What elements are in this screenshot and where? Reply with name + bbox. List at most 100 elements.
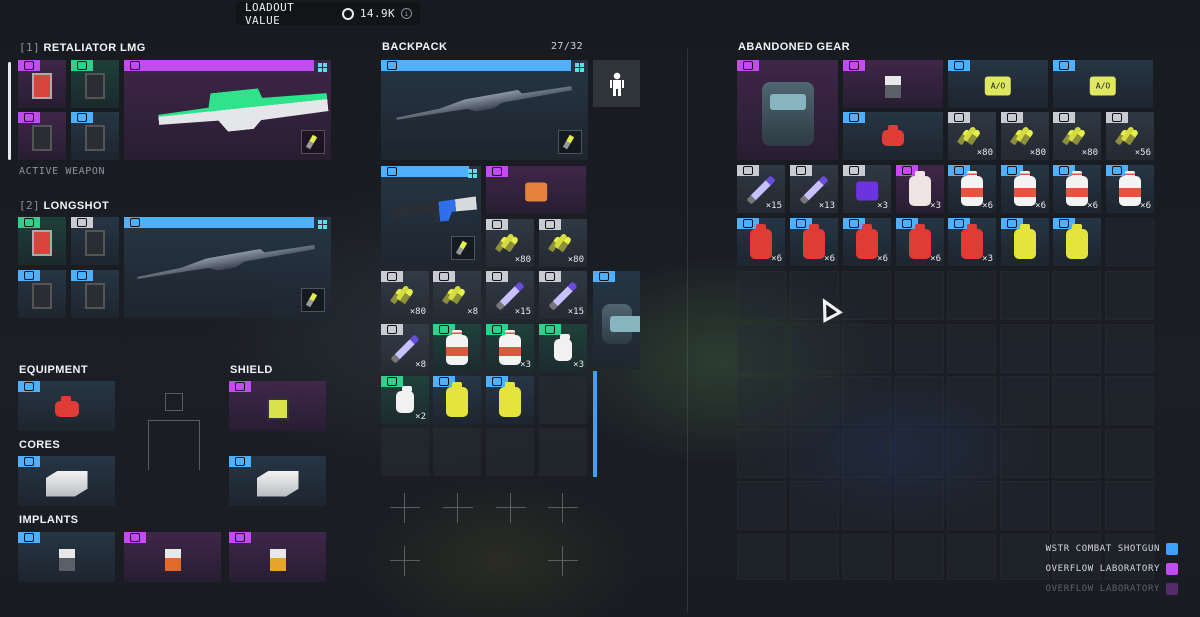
abandoned-empty-slot[interactable]	[999, 323, 1049, 373]
abandoned-battery-yellow[interactable]	[1053, 218, 1101, 266]
implant-slot-2[interactable]	[124, 532, 221, 582]
abandoned-medkit[interactable]: ×3	[896, 165, 944, 213]
backpack-ammo[interactable]: ×80	[539, 219, 587, 267]
weapon-2-mod-slot[interactable]	[71, 217, 119, 265]
abandoned-empty-slot[interactable]	[1052, 323, 1101, 373]
abandoned-empty-slot[interactable]	[1104, 376, 1154, 425]
abandoned-empty-slot[interactable]	[894, 323, 944, 373]
loadout-value-bar[interactable]: LOADOUT VALUE 14.9K i	[236, 1, 420, 27]
abandoned-empty-slot[interactable]	[1052, 428, 1101, 478]
backpack-empty-slot[interactable]	[539, 428, 587, 476]
backpack-ammo[interactable]: ×80	[486, 219, 534, 267]
abandoned-scanner[interactable]: ▮▮×3	[843, 165, 891, 213]
attachment-ammo-icon[interactable]	[301, 288, 325, 312]
abandoned-empty-slot[interactable]	[1104, 428, 1154, 478]
backpack-empty-slot[interactable]	[381, 428, 429, 476]
abandoned-empty-slot[interactable]	[894, 271, 944, 320]
abandoned-empty-slot[interactable]	[737, 376, 786, 425]
shield-slot[interactable]	[229, 381, 326, 431]
abandoned-empty-slot[interactable]	[1106, 218, 1154, 266]
abandoned-ammo[interactable]: ×80	[948, 112, 996, 160]
abandoned-battery-red[interactable]: ×6	[896, 218, 944, 266]
weapon-1-mod-slot[interactable]	[71, 112, 119, 160]
abandoned-empty-slot[interactable]	[842, 376, 891, 425]
abandoned-medkit[interactable]: ×6	[1053, 165, 1101, 213]
abandoned-battery-red[interactable]: ×6	[843, 218, 891, 266]
weapon-1-mod-slot[interactable]	[18, 112, 66, 160]
abandoned-medkit[interactable]: ×6	[1001, 165, 1049, 213]
abandoned-empty-slot[interactable]	[842, 481, 891, 530]
weapon-1-mod-slot[interactable]	[18, 60, 66, 108]
abandoned-empty-slot[interactable]	[789, 323, 839, 373]
legend-item-1[interactable]: WSTR COMBAT SHOTGUN	[1046, 543, 1178, 555]
weapon-2-mod-slot[interactable]	[71, 270, 119, 318]
abandoned-empty-slot[interactable]	[1104, 533, 1154, 580]
implant-slot-3[interactable]	[229, 532, 326, 582]
abandoned-battery-red[interactable]: ×3	[948, 218, 996, 266]
abandoned-battery-yellow[interactable]	[1001, 218, 1049, 266]
abandoned-empty-slot[interactable]	[1052, 533, 1101, 580]
attachment-ammo-icon[interactable]	[451, 236, 475, 260]
abandoned-core[interactable]: A/O	[948, 60, 1048, 108]
backpack-scrollbar[interactable]	[593, 371, 597, 477]
legend-item-3[interactable]: OVERFLOW LABORATORY	[1046, 583, 1178, 595]
backpack-battery[interactable]	[486, 376, 534, 424]
backpack-medkit[interactable]	[433, 324, 481, 372]
core-slot-2[interactable]	[229, 456, 326, 506]
info-icon[interactable]: i	[401, 8, 412, 19]
backpack-empty-slot[interactable]	[433, 428, 481, 476]
abandoned-implant[interactable]	[843, 60, 943, 108]
abandoned-empty-slot[interactable]	[1104, 323, 1154, 373]
abandoned-empty-slot[interactable]	[842, 428, 891, 478]
abandoned-empty-slot[interactable]	[789, 533, 839, 580]
abandoned-empty-slot[interactable]	[737, 533, 786, 580]
abandoned-empty-slot[interactable]	[894, 533, 944, 580]
backpack-syringe[interactable]: ×15	[486, 271, 534, 319]
abandoned-empty-slot[interactable]	[947, 533, 996, 580]
abandoned-empty-slot[interactable]	[999, 533, 1049, 580]
attachment-ammo-icon[interactable]	[558, 130, 582, 154]
legend-item-2[interactable]: OVERFLOW LABORATORY	[1046, 563, 1178, 575]
abandoned-core[interactable]: A/O	[1053, 60, 1153, 108]
abandoned-empty-slot[interactable]	[999, 376, 1049, 425]
abandoned-ammo[interactable]: ×80	[1001, 112, 1049, 160]
abandoned-syringe[interactable]: ×15	[737, 165, 785, 213]
abandoned-empty-slot[interactable]	[1052, 271, 1101, 320]
abandoned-empty-slot[interactable]	[947, 271, 996, 320]
abandoned-empty-slot[interactable]	[842, 271, 891, 320]
backpack-grenade[interactable]: ×2	[381, 376, 429, 424]
abandoned-empty-slot[interactable]	[894, 428, 944, 478]
weapon-1-mod-slot[interactable]	[71, 60, 119, 108]
abandoned-empty-slot[interactable]	[999, 428, 1049, 478]
abandoned-empty-slot[interactable]	[842, 323, 891, 373]
backpack-battery[interactable]	[433, 376, 481, 424]
abandoned-equipment[interactable]	[843, 112, 943, 160]
abandoned-ammo[interactable]: ×80	[1053, 112, 1101, 160]
equipment-slot[interactable]	[18, 381, 115, 431]
abandoned-ammo[interactable]: ×56	[1106, 112, 1154, 160]
backpack-weapon-sniper[interactable]	[381, 60, 588, 160]
backpack-armor[interactable]	[593, 271, 640, 369]
abandoned-syringe[interactable]: ×13	[790, 165, 838, 213]
abandoned-empty-slot[interactable]	[999, 481, 1049, 530]
backpack-ammo[interactable]: ×80	[381, 271, 429, 319]
abandoned-empty-slot[interactable]	[737, 323, 786, 373]
weapon-2-mod-slot[interactable]	[18, 270, 66, 318]
weapon-2-card[interactable]	[124, 217, 331, 318]
implant-slot-1[interactable]	[18, 532, 115, 582]
backpack-empty-slot[interactable]	[539, 376, 587, 424]
backpack-weapon-smg[interactable]	[381, 166, 481, 266]
attachment-ammo-icon[interactable]	[301, 130, 325, 154]
backpack-syringe[interactable]: ×15	[539, 271, 587, 319]
abandoned-empty-slot[interactable]	[947, 428, 996, 478]
abandoned-empty-slot[interactable]	[789, 428, 839, 478]
abandoned-medkit[interactable]: ×6	[948, 165, 996, 213]
abandoned-battery-red[interactable]: ×6	[790, 218, 838, 266]
backpack-item-card[interactable]: ▮▮	[486, 166, 586, 214]
abandoned-empty-slot[interactable]	[737, 481, 786, 530]
abandoned-empty-slot[interactable]	[789, 376, 839, 425]
abandoned-empty-slot[interactable]	[894, 376, 944, 425]
abandoned-empty-slot[interactable]	[947, 481, 996, 530]
abandoned-empty-slot[interactable]	[947, 376, 996, 425]
backpack-syringe[interactable]: ×8	[381, 324, 429, 372]
